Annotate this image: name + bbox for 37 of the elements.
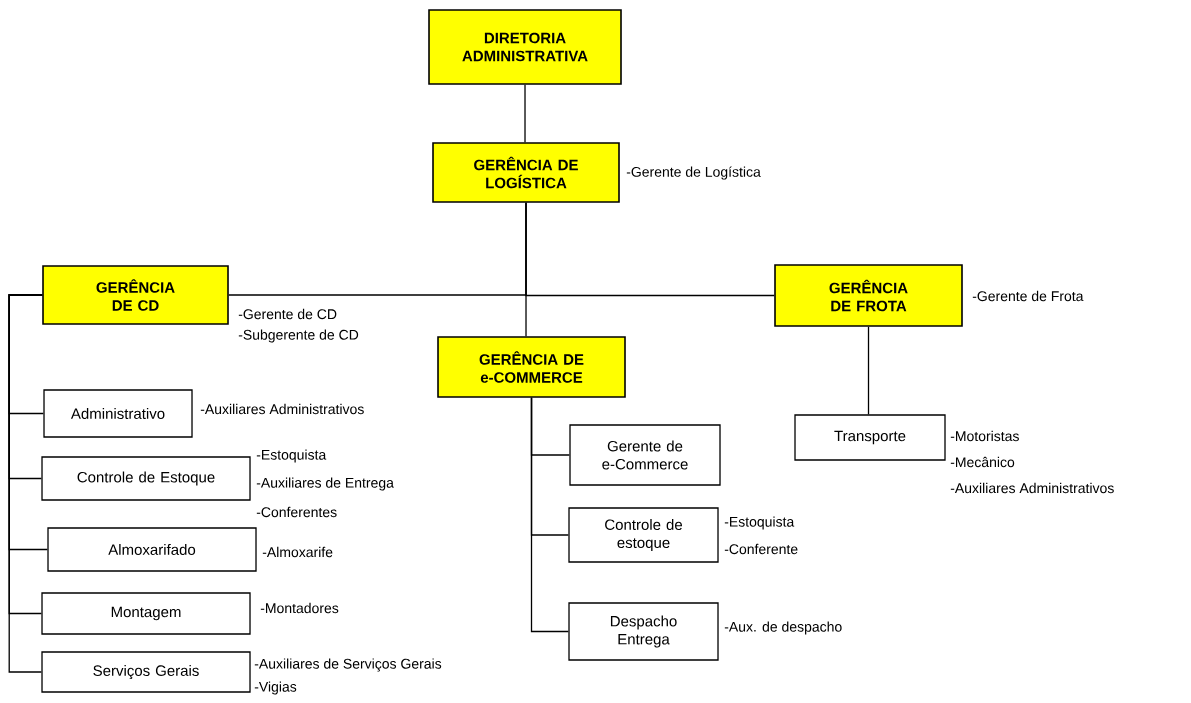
- management-box: GERÊNCIA DE CD: [42, 265, 229, 325]
- management-box: GERÊNCIA DE LOGÍSTICA: [432, 142, 620, 203]
- role-label: -Almoxarife: [262, 546, 333, 558]
- management-box: DIRETORIA ADMINISTRATIVA: [428, 9, 622, 85]
- role-label: -Estoquista: [256, 449, 327, 463]
- role-label: -Motoristas: [950, 430, 1019, 442]
- role-label: -Gerente de Logística: [626, 166, 761, 180]
- department-box: Controle de Estoque: [41, 456, 251, 501]
- role-label: -Conferente: [724, 543, 798, 555]
- connector-line: [867, 326, 870, 415]
- role-label: -Auxiliares de Serviços Gerais: [254, 658, 442, 672]
- role-label: -Mecânico: [950, 456, 1015, 468]
- connector-line: [524, 84, 526, 143]
- role-label: -Aux. de despacho: [724, 621, 842, 635]
- role-label: -Vigias: [254, 681, 297, 695]
- department-box: Controle de estoque: [568, 507, 719, 563]
- role-label: -Subgerente de CD: [238, 329, 359, 343]
- department-box: Almoxarifado: [47, 527, 257, 572]
- role-label: -Conferentes: [256, 506, 337, 518]
- connector-line: [530, 397, 569, 633]
- role-label: -Auxiliares de Entrega: [256, 477, 394, 491]
- connector-line: [8, 294, 43, 673]
- management-box: GERÊNCIA DE FROTA: [774, 264, 963, 327]
- department-box: Serviços Gerais: [41, 651, 251, 693]
- role-label: -Estoquista: [724, 516, 795, 530]
- department-box: Despacho Entrega: [568, 602, 719, 661]
- role-label: -Gerente de CD: [238, 308, 337, 320]
- department-box: Gerente de e-Commerce: [569, 424, 721, 486]
- role-label: -Montadores: [260, 602, 339, 614]
- department-box: Montagem: [41, 592, 251, 635]
- department-box: Administrativo: [43, 389, 193, 438]
- management-box: GERÊNCIA DE e-COMMERCE: [437, 336, 626, 398]
- connector-line: [525, 202, 527, 337]
- role-label: -Gerente de Frota: [972, 290, 1084, 302]
- role-label: -Auxiliares Administrativos: [950, 482, 1114, 494]
- department-box: Transporte: [794, 414, 946, 461]
- role-label: -Auxiliares Administrativos: [200, 403, 364, 415]
